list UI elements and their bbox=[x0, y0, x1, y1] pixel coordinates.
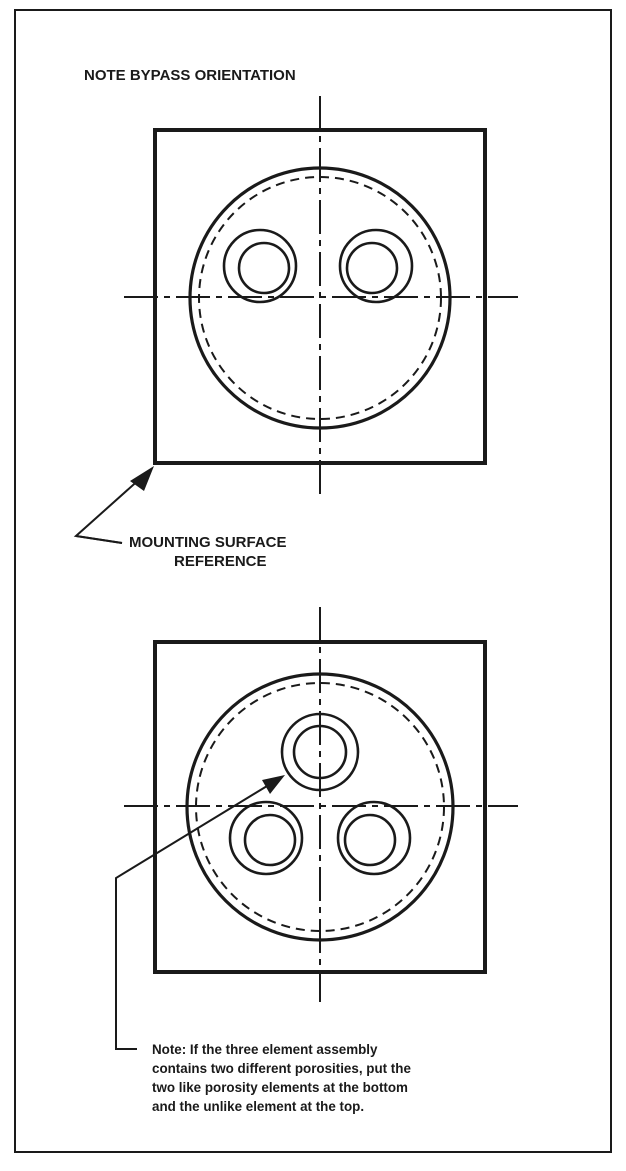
two-element-assembly-view bbox=[124, 96, 518, 497]
note-arrowhead bbox=[262, 775, 285, 794]
element-bottom-left bbox=[228, 800, 304, 876]
note-line-1: Note: If the three element assembly bbox=[152, 1042, 378, 1057]
mounting-label-line2: REFERENCE bbox=[174, 553, 267, 570]
element-left-top bbox=[222, 228, 298, 304]
mounting-label-line1: MOUNTING SURFACE bbox=[129, 534, 287, 551]
note-line-2: contains two different porosities, put t… bbox=[152, 1061, 411, 1076]
element-bottom-right bbox=[336, 800, 412, 876]
note-leader-line bbox=[115, 782, 273, 1050]
arrowhead-upper bbox=[130, 466, 154, 491]
leader-line-lower bbox=[75, 535, 123, 544]
diagram-heading: NOTE BYPASS ORIENTATION bbox=[84, 67, 296, 84]
note-line-3: two like porosity elements at the bottom bbox=[152, 1080, 408, 1095]
element-right-top bbox=[338, 228, 414, 304]
note-leader bbox=[115, 775, 285, 1050]
note-line-4: and the unlike element at the top. bbox=[152, 1099, 364, 1114]
three-element-assembly-view bbox=[124, 607, 518, 1002]
porosity-note: Note: If the three element assembly cont… bbox=[152, 1042, 411, 1114]
mounting-reference-leader bbox=[73, 466, 154, 544]
figure-frame bbox=[14, 9, 612, 1153]
